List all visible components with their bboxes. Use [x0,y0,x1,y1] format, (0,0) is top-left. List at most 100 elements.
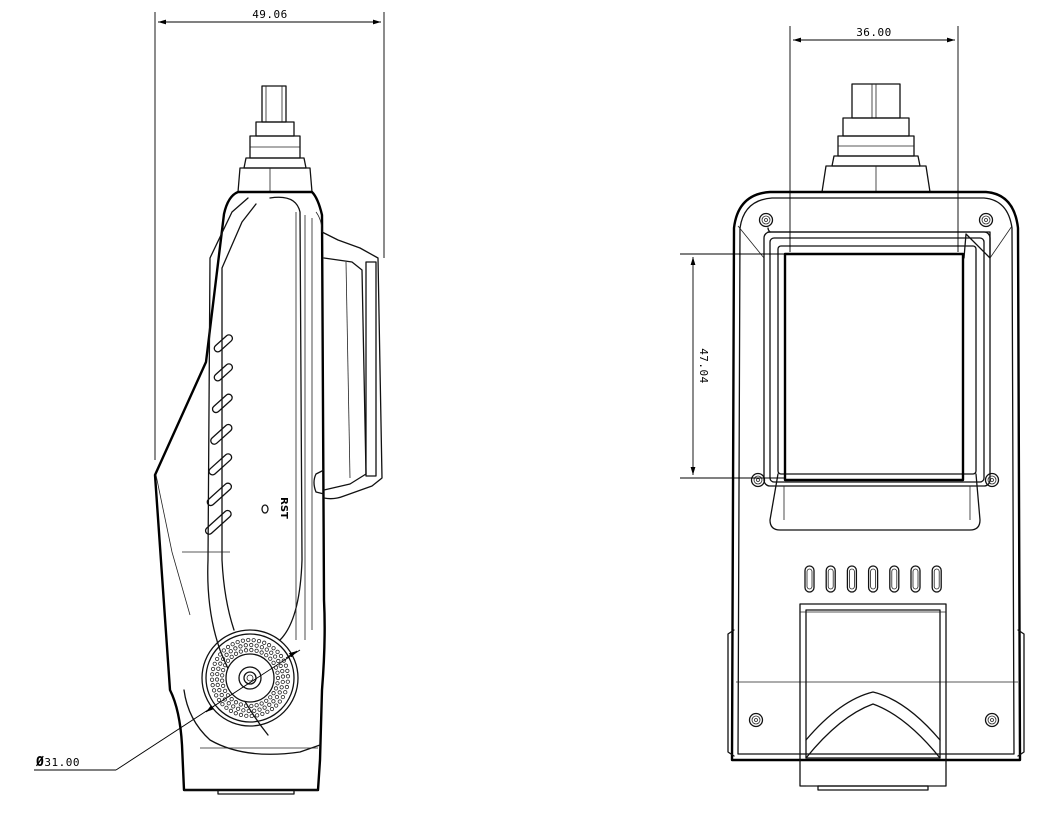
speaker-hole [264,698,269,703]
speaker-hole [277,690,282,695]
speaker-hole [271,660,276,665]
speaker-hole [218,652,223,657]
speaker-hole [223,688,228,693]
speaker-hole [243,643,248,648]
indicator-slot [804,565,815,593]
screen-bezel [737,225,1013,531]
speaker-hole [283,663,289,668]
speaker-hole [221,683,226,688]
speaker-hole [225,658,231,663]
speaker-hole [259,701,264,706]
speaker-hole [268,695,273,700]
speaker-hole [220,678,225,683]
speaker-hole [254,648,259,653]
speaker-hole [255,713,260,718]
speaker-hole [249,647,254,653]
diameter-dimension: Ø31.00 [34,649,301,771]
indicator-slot [825,565,836,593]
speaker-hole [275,670,280,675]
screen-height-dimension: 47.04 [680,253,785,479]
side-vent-slots [204,334,234,535]
speaker-hole [254,703,259,708]
speaker-hole [281,658,286,663]
speaker-hole [274,703,279,708]
speaker-hole [215,671,220,677]
speaker-hole [214,693,219,698]
speaker-hole [259,650,264,655]
screw [978,212,994,228]
front-view: 36.00 47.04 [680,26,1025,791]
speaker-hole [277,699,282,704]
front-width-value: 36.00 [856,26,892,39]
speaker-hole [209,677,215,682]
side-mount-clip [313,211,383,500]
speaker-hole [269,706,275,712]
speaker-hole [243,648,249,653]
speaker-hole [241,708,246,713]
speaker-hole [233,651,239,656]
speaker-hole [228,708,234,713]
side-width-dimension: 49.06 [154,8,385,460]
speaker-hole [216,697,222,703]
indicator-slot [846,565,858,593]
speaker-hole [275,675,281,681]
front-width-dimension: 36.00 [789,26,959,252]
speaker-hole [238,712,244,718]
side-view: RST Ø31.00 49.06 [34,8,385,795]
speaker-hole [240,638,245,643]
speaker-hole [222,697,227,702]
screw [758,212,774,228]
speaker-hole [260,711,265,717]
speaker-hole [285,679,290,684]
screw [984,472,1000,488]
speaker-hole [274,694,280,700]
speaker-hole [212,661,217,666]
speaker-hole [264,647,269,652]
speaker-hole [251,638,256,643]
speaker-hole [238,644,243,649]
speaker-hole [244,713,249,718]
screen-height-value: 47.04 [697,348,710,384]
indicator-slot [910,565,921,593]
speaker-hole [284,684,290,690]
speaker-hole [266,643,272,648]
speaker-hole [278,663,283,668]
speaker-hole [285,674,291,679]
diameter-symbol: Ø [35,755,44,770]
svg-text:Ø31.00: Ø31.00 [35,755,80,770]
speaker-hole [280,668,285,674]
speaker-hole [262,640,267,645]
speaker-hole [254,643,259,648]
speaker-hole [217,688,222,693]
speaker-hole [233,711,238,716]
speaker-hole [233,700,239,705]
speaker-hole [280,679,285,685]
speaker-hole [278,653,284,659]
speaker-hole [271,691,276,696]
speaker-hole [218,661,223,666]
indicator-slot [931,565,942,593]
speaker-hole [265,709,270,714]
speaker-hole [272,654,278,659]
speaker-hole [238,649,243,654]
indicator-slot [889,565,900,593]
speaker-hole [225,644,231,650]
speaker-hole [275,649,280,654]
speaker-hole [224,705,229,710]
front-cable-connector [821,83,931,193]
speaker-hole [280,674,286,679]
speaker-hole [224,652,229,657]
speaker-hole [238,702,243,707]
front-screws [748,212,1000,728]
speaker-hole [210,666,216,672]
speaker-hole [283,690,288,695]
speaker-hole [264,653,269,658]
speaker-hole [229,697,234,702]
speaker-hole [220,656,226,662]
screw [750,472,766,488]
speaker-hole [219,692,224,698]
speaker-hole [228,649,233,654]
side-width-value: 49.06 [252,8,288,21]
speaker-hole [230,642,235,647]
